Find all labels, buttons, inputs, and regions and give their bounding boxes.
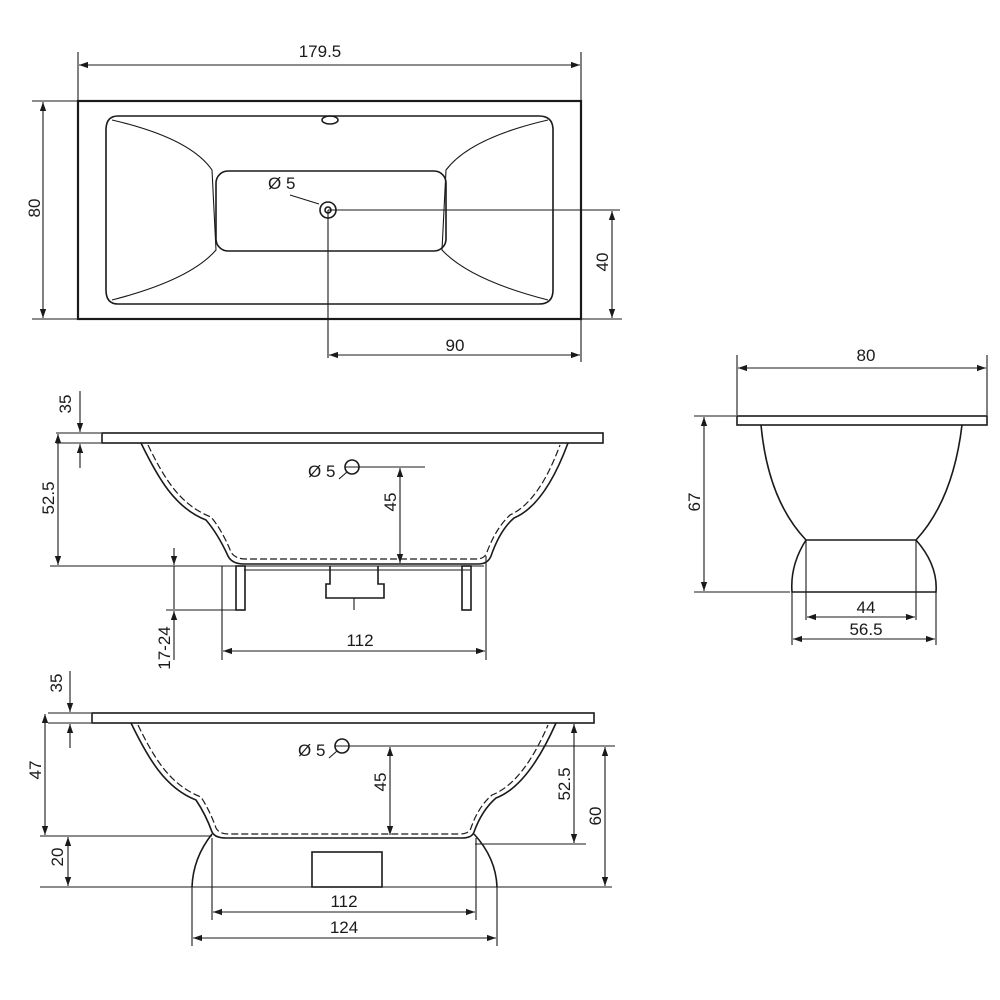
sv2-rim xyxy=(91,712,595,724)
side-view-legs: 35 52.5 Ø 5 45 17-24 112 xyxy=(39,391,604,670)
sv2-rim-label: 35 xyxy=(47,674,66,693)
sv2-depth-total-label: 52.5 xyxy=(555,767,574,800)
drain-diameter-label: Ø 5 xyxy=(268,174,295,193)
ev-rim xyxy=(736,415,988,426)
sv2-depth-label: 47 xyxy=(26,761,45,780)
end-view: 80 67 44 56.5 xyxy=(685,346,988,645)
sv2-base-label: 112 xyxy=(330,892,357,911)
sv2-shell-outer xyxy=(130,722,557,839)
top-view-basin xyxy=(105,115,554,305)
sv1-waste-trap xyxy=(325,566,385,599)
sv2-panel-height-label: 20 xyxy=(48,848,67,867)
sv1-shell-inner xyxy=(147,444,561,560)
sv1-base-label: 112 xyxy=(346,631,373,650)
sv1-shell-outer xyxy=(140,442,569,565)
sv2-drain-diameter-label: Ø 5 xyxy=(298,741,325,760)
sv2-drain-height-label: 45 xyxy=(371,773,390,792)
top-view-basin-left-slope xyxy=(111,119,217,301)
sv2-waste-access xyxy=(311,851,383,888)
overflow-icon xyxy=(321,115,339,125)
ev-height-label: 67 xyxy=(685,493,704,512)
leg-right xyxy=(461,565,472,611)
sv1-depth-label: 52.5 xyxy=(39,481,58,514)
leg-left xyxy=(235,565,246,611)
ev-shell xyxy=(760,424,963,541)
sv1-drain-diameter-label: Ø 5 xyxy=(308,462,335,481)
sv2-panel-right xyxy=(473,833,498,888)
dim-width-label: 80 xyxy=(25,199,44,218)
sv2-shell-inner xyxy=(137,724,549,835)
sv2-panel-left xyxy=(191,833,213,888)
top-view-floor xyxy=(215,170,447,252)
ev-width-label: 80 xyxy=(857,346,876,365)
sv1-rim xyxy=(101,432,604,444)
sv2-panel-length-label: 124 xyxy=(330,918,358,937)
dim-drain-x-label: 90 xyxy=(446,336,465,355)
side-view-panel: 35 47 20 Ø 5 45 52.5 60 112 124 xyxy=(26,671,615,946)
sv2-overall-height-label: 60 xyxy=(586,807,605,826)
sv1-leg-adjust-label: 17-24 xyxy=(155,626,174,669)
sv1-drain-height-label: 45 xyxy=(381,493,400,512)
top-view: 179.5 80 Ø 5 40 90 xyxy=(25,42,622,362)
dim-length-label: 179.5 xyxy=(299,42,342,61)
dim-drain-y-label: 40 xyxy=(593,253,612,272)
ev-base-outer-label: 56.5 xyxy=(849,620,882,639)
ev-base-inner-label: 44 xyxy=(857,598,876,617)
ev-panel xyxy=(790,539,937,593)
sv1-rim-label: 35 xyxy=(56,395,75,414)
